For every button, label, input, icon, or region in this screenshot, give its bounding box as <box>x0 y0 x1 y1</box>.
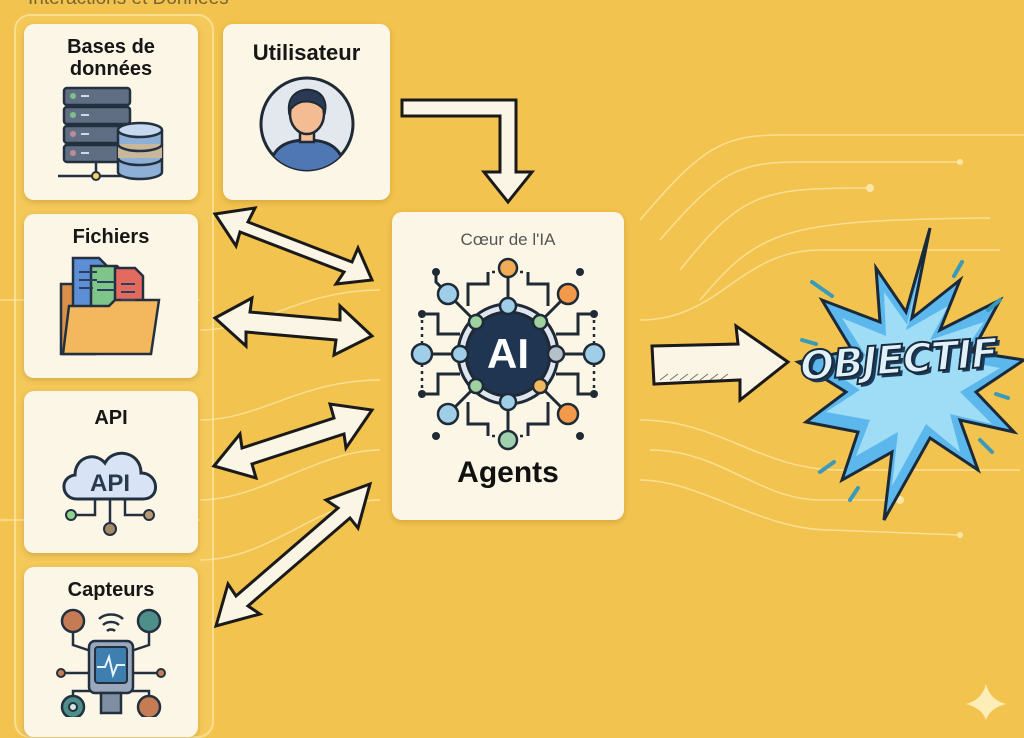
core-title: Agents <box>457 456 559 489</box>
card-title: Fichiers <box>72 226 150 248</box>
folder-files-icon <box>59 256 161 356</box>
card-title: API <box>94 407 128 429</box>
card-title: Capteurs <box>67 579 155 601</box>
arrow-files-core-2 <box>212 295 375 358</box>
card-title: Utilisateur <box>252 40 361 65</box>
api-cloud-icon: API <box>62 451 157 536</box>
card-ai-core[interactable]: Cœur de l'IA AI <box>392 212 624 520</box>
card-databases[interactable]: Bases de données <box>24 24 198 200</box>
database-server-icon <box>58 86 164 181</box>
api-icon-text: API <box>90 470 130 497</box>
ai-network-icon: AI <box>410 257 606 451</box>
ai-badge-text: AI <box>487 330 529 377</box>
arrow-user-to-core <box>400 98 536 205</box>
group-title: Interactions et Données <box>28 0 229 10</box>
arrow-core-to-goal <box>650 322 791 404</box>
arrow-sensors-core <box>213 481 373 629</box>
arrow-api-core <box>211 402 375 481</box>
sensor-device-icon <box>56 608 166 717</box>
card-title: Bases de données <box>67 36 155 80</box>
card-user[interactable]: Utilisateur <box>223 24 390 200</box>
user-avatar-icon <box>259 76 354 172</box>
core-subtitle: Cœur de l'IA <box>460 230 556 249</box>
arrow-files-core-1 <box>212 206 375 286</box>
card-files[interactable]: Fichiers <box>24 214 198 378</box>
card-api[interactable]: API API <box>24 391 198 553</box>
card-sensors[interactable]: Capteurs <box>24 567 198 737</box>
